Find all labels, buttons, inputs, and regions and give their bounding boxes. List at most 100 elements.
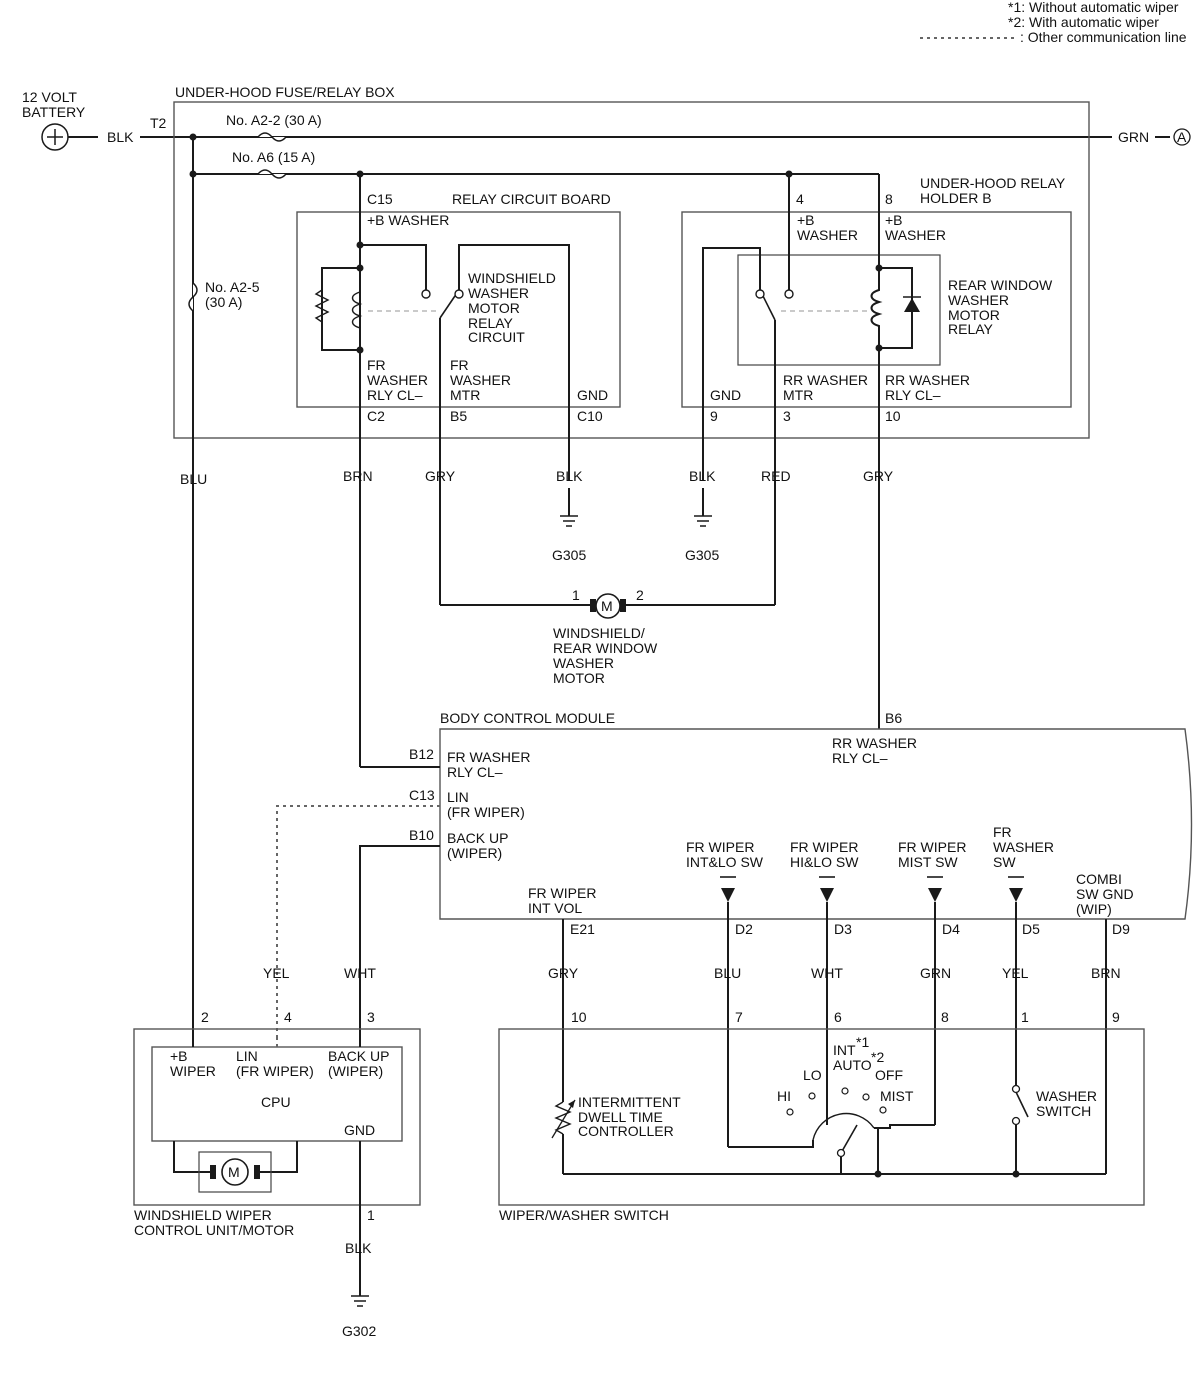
bcm-fr-washer-line1: FR WASHER	[447, 749, 530, 765]
wiper-unit-lin-line2: (FR WIPER)	[236, 1063, 314, 1079]
bcm-lin-line1: LIN	[447, 789, 469, 805]
windshield-relay-label-line2: WASHER	[468, 285, 529, 301]
wiper-ground-wire-color: BLK	[345, 1240, 372, 1256]
terminal-8: 8	[885, 191, 893, 207]
bcm-title: BODY CONTROL MODULE	[440, 710, 615, 726]
fuse-a2-5-icon	[188, 282, 198, 312]
fr-rly-label-line2: WASHER	[367, 372, 428, 388]
wire-blu-label-2: BLU	[714, 965, 741, 981]
fuse-a2-5-label-line2: (30 A)	[205, 294, 242, 310]
wiper-unit-pin4: 4	[284, 1009, 292, 1025]
wire-brn-label: BRN	[1091, 965, 1121, 981]
bcm-terminal-d2: D2	[735, 921, 753, 937]
connector-a-label: A	[1177, 129, 1187, 145]
wire-brn-label: BRN	[343, 468, 373, 484]
ground-g302-icon	[351, 1295, 369, 1307]
switch-mode-off: OFF	[875, 1067, 903, 1083]
wiper-switch-title: WIPER/WASHER SWITCH	[499, 1207, 669, 1223]
bcm-fr-washer-line2: RLY CL–	[447, 764, 503, 780]
washer-motor-label-line4: MOTOR	[553, 670, 605, 686]
washer-switch-label-line2: SWITCH	[1036, 1103, 1091, 1119]
rear-relay-label-line3: MOTOR	[948, 307, 1000, 323]
switch-mode-int-note: *1	[856, 1034, 869, 1050]
switch-mode-auto: AUTO	[833, 1057, 872, 1073]
ground-g305-icon-1	[560, 515, 578, 527]
wire-blk-label-1: BLK	[556, 468, 583, 484]
wire-red-label: RED	[761, 468, 791, 484]
bcm-backup-line2: (WIPER)	[447, 845, 502, 861]
bcm-terminal-d5: D5	[1022, 921, 1040, 937]
upper-wire-labels: BLU BRN GRY BLK BLK RED GRY G305 G305	[180, 468, 894, 563]
windshield-wiper-control-unit: 2 4 3 +B WIPER LIN (FR WIPER) BACK UP (W…	[133, 1009, 421, 1339]
bcm-terminal-d9: D9	[1112, 921, 1130, 937]
windshield-relay-label-line4: RELAY	[468, 315, 514, 331]
b-washer-label: +B WASHER	[367, 212, 449, 228]
dwell-time-controller-icon	[554, 1101, 572, 1135]
washer-motor-label-line3: WASHER	[553, 655, 614, 671]
b-washer-8-line2: WASHER	[885, 227, 946, 243]
bcm-washer-sw-line3: SW	[993, 854, 1016, 870]
wire-yel-label-2: YEL	[1002, 965, 1029, 981]
wiper-unit-pin1: 1	[367, 1207, 375, 1223]
wiper-unit-label-line2: CONTROL UNIT/MOTOR	[134, 1222, 294, 1238]
bcm-combi-gnd-line3: (WIP)	[1076, 901, 1112, 917]
rear-relay-label-line4: RELAY	[948, 321, 994, 337]
bcm-terminal-d4: D4	[942, 921, 960, 937]
relay-board-title: RELAY CIRCUIT BOARD	[452, 191, 611, 207]
wiper-motor-m: M	[228, 1164, 240, 1180]
wire-yel-label-1: YEL	[263, 965, 290, 981]
bcm-hi-lo-line1: FR WIPER	[790, 839, 858, 855]
washer-motor-icon	[595, 593, 621, 619]
ground-g302-label: G302	[342, 1323, 376, 1339]
relay-resistor-icon	[314, 289, 330, 323]
controller-label-line3: CONTROLLER	[578, 1123, 674, 1139]
wiper-motor-icon	[221, 1158, 249, 1186]
relay-circuit-board: RELAY CIRCUIT BOARD C15 +B WASHER WINDSH…	[296, 174, 621, 767]
bcm-terminal-b12: B12	[409, 746, 434, 762]
bcm-terminal-d3: D3	[834, 921, 852, 937]
washer-motor-pin1: 1	[572, 587, 580, 603]
relay-holder-gnd: GND	[710, 387, 741, 403]
b-washer-4-line2: WASHER	[797, 227, 858, 243]
rr-mtr-label-line1: RR WASHER	[783, 372, 868, 388]
washer-motor-m: M	[601, 598, 613, 614]
windshield-relay-label-line3: MOTOR	[468, 300, 520, 316]
battery-wire-color: BLK	[107, 129, 134, 145]
bcm-rr-washer-line2: RLY CL–	[832, 750, 888, 766]
b-washer-4-line1: +B	[797, 212, 815, 228]
terminal-10: 10	[885, 408, 901, 424]
fr-mtr-label-line3: MTR	[450, 387, 480, 403]
legend-notes: *1: Without automatic wiper *2: With aut…	[920, 0, 1187, 45]
switch-pin9: 9	[1112, 1009, 1120, 1025]
wire-blk-label-2: BLK	[689, 468, 716, 484]
battery-label-line1: 12 VOLT	[22, 89, 77, 105]
battery-label-line2: BATTERY	[22, 104, 86, 120]
bcm-rr-washer-line1: RR WASHER	[832, 735, 917, 751]
wire-blu-label: BLU	[180, 471, 207, 487]
rr-relay-coil-icon	[870, 268, 883, 348]
bcm-input-arrows	[720, 876, 1024, 902]
controller-label-line2: DWELL TIME	[578, 1109, 663, 1125]
switch-pin7: 7	[735, 1009, 743, 1025]
bcm-combi-gnd-line2: SW GND	[1076, 886, 1134, 902]
fr-rly-label-line3: RLY CL–	[367, 387, 423, 403]
wiper-mode-rotary-switch-icon	[728, 1087, 935, 1174]
wiper-unit-label-line1: WINDSHIELD WIPER	[134, 1207, 272, 1223]
switch-pin8: 8	[941, 1009, 949, 1025]
bcm-int-vol-line1: FR WIPER	[528, 885, 596, 901]
rr-rly-label-line2: RLY CL–	[885, 387, 941, 403]
lower-wires: YEL WHT GRY BLU WHT GRN YEL BRN	[263, 902, 1121, 1174]
bcm-terminal-c13: C13	[409, 787, 435, 803]
fuse-a2-5-label-line1: No. A2-5	[205, 279, 260, 295]
switch-pin6: 6	[834, 1009, 842, 1025]
terminal-3: 3	[783, 408, 791, 424]
wire-gry-label-3: GRY	[548, 965, 579, 981]
wire-wht-label-1: WHT	[344, 965, 376, 981]
wire-gry-label-2: GRY	[863, 468, 894, 484]
fuse-a6-icon	[257, 169, 287, 179]
washer-motor-pin2: 2	[636, 587, 644, 603]
rr-mtr-label-line2: MTR	[783, 387, 813, 403]
switch-mode-mist: MIST	[880, 1088, 914, 1104]
bcm-hi-lo-line2: HI&LO SW	[790, 854, 859, 870]
terminal-c15: C15	[367, 191, 393, 207]
